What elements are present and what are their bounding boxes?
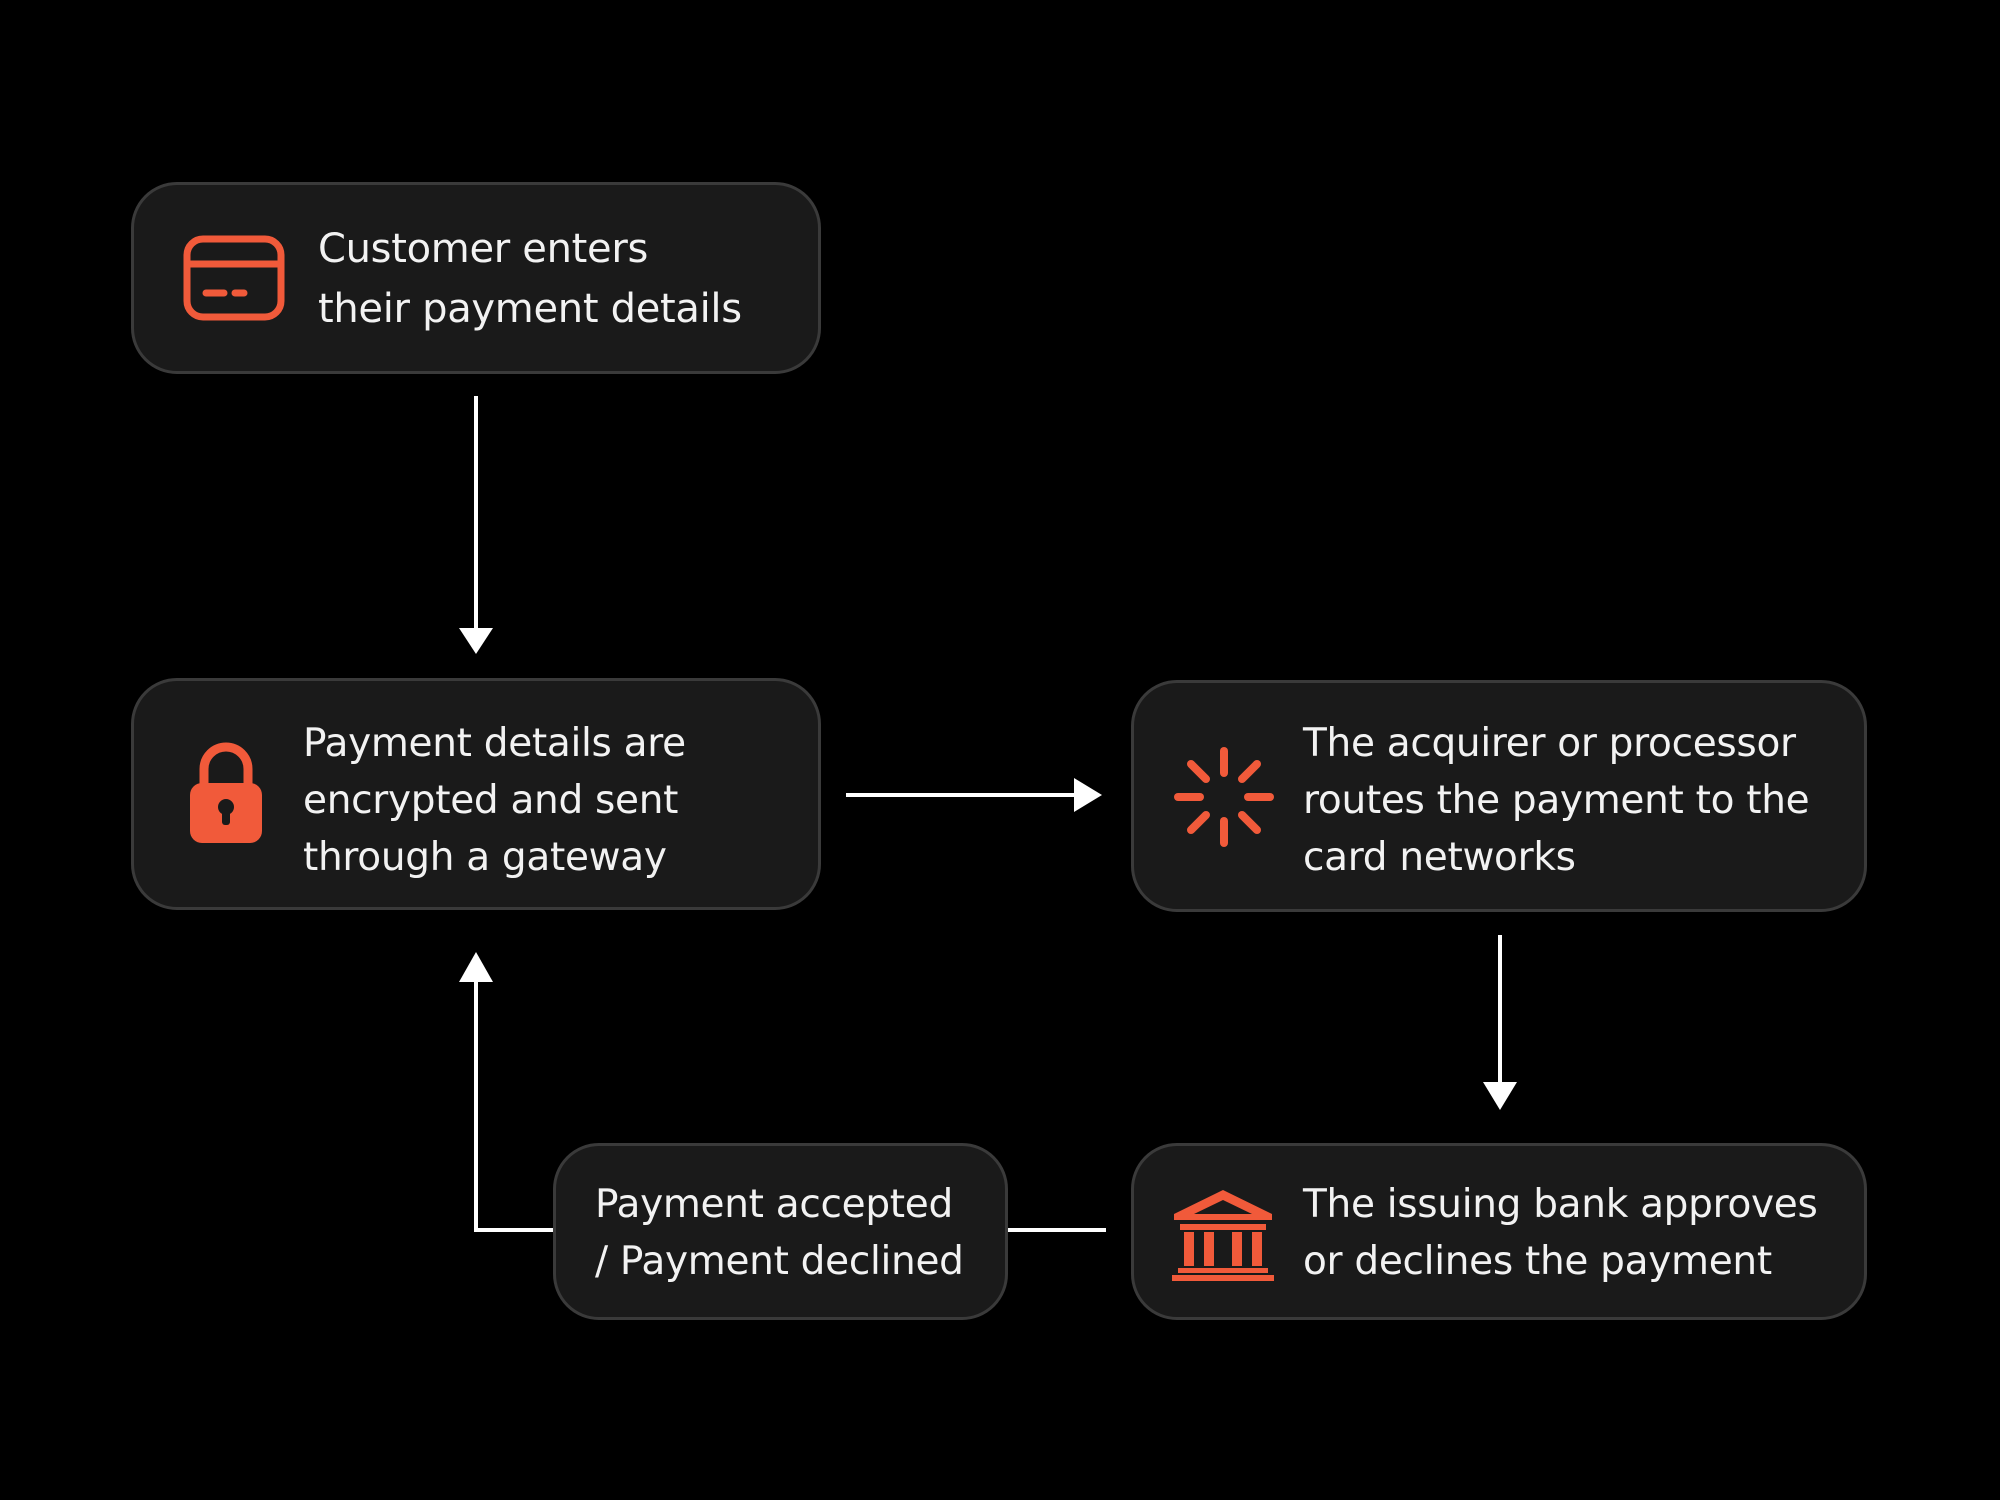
node-customer-line-1: Customer enters [318,226,649,272]
node-result-line-2: / Payment declined [595,1239,964,1284]
node-bank-line-1: The issuing bank approves [1303,1182,1818,1227]
node-route-line-2: routes the payment to the [1303,778,1810,823]
arrowhead-down-bank [1483,1082,1517,1110]
processing-spinner-icon [1174,747,1274,847]
node-customer-text: Customer enters their payment details [318,219,742,339]
node-issuing-bank: The issuing bank approves or declines th… [1131,1143,1867,1320]
node-bank-text: The issuing bank approves or declines th… [1303,1176,1818,1290]
node-customer-line-2: their payment details [318,286,742,332]
node-encrypted-gateway: Payment details are encrypted and sent t… [131,678,821,910]
node-encrypt-line-2: encrypted and sent [303,778,679,823]
node-result-line-1: Payment accepted [595,1182,953,1227]
arrowhead-up-encrypt [459,952,493,982]
padlock-icon [190,742,262,843]
arrowhead-down-encrypt [459,628,493,654]
node-encrypt-text: Payment details are encrypted and sent t… [303,715,686,886]
node-encrypt-line-3: through a gateway [303,835,667,880]
node-encrypt-line-1: Payment details are [303,721,686,766]
node-customer-enters-details: Customer enters their payment details [131,182,821,374]
arrowhead-right-route [1074,778,1102,812]
node-payment-result: Payment accepted / Payment declined [553,1143,1008,1320]
bank-building-icon [1172,1190,1274,1281]
credit-card-icon [183,235,285,321]
node-route-line-3: card networks [1303,835,1576,880]
edge-result-to-encrypt [474,980,553,1232]
node-bank-line-2: or declines the payment [1303,1239,1772,1284]
node-route-text: The acquirer or processor routes the pay… [1303,715,1810,886]
node-result-text: Payment accepted / Payment declined [595,1176,964,1290]
node-acquirer-routes: The acquirer or processor routes the pay… [1131,680,1867,912]
node-route-line-1: The acquirer or processor [1303,721,1796,766]
